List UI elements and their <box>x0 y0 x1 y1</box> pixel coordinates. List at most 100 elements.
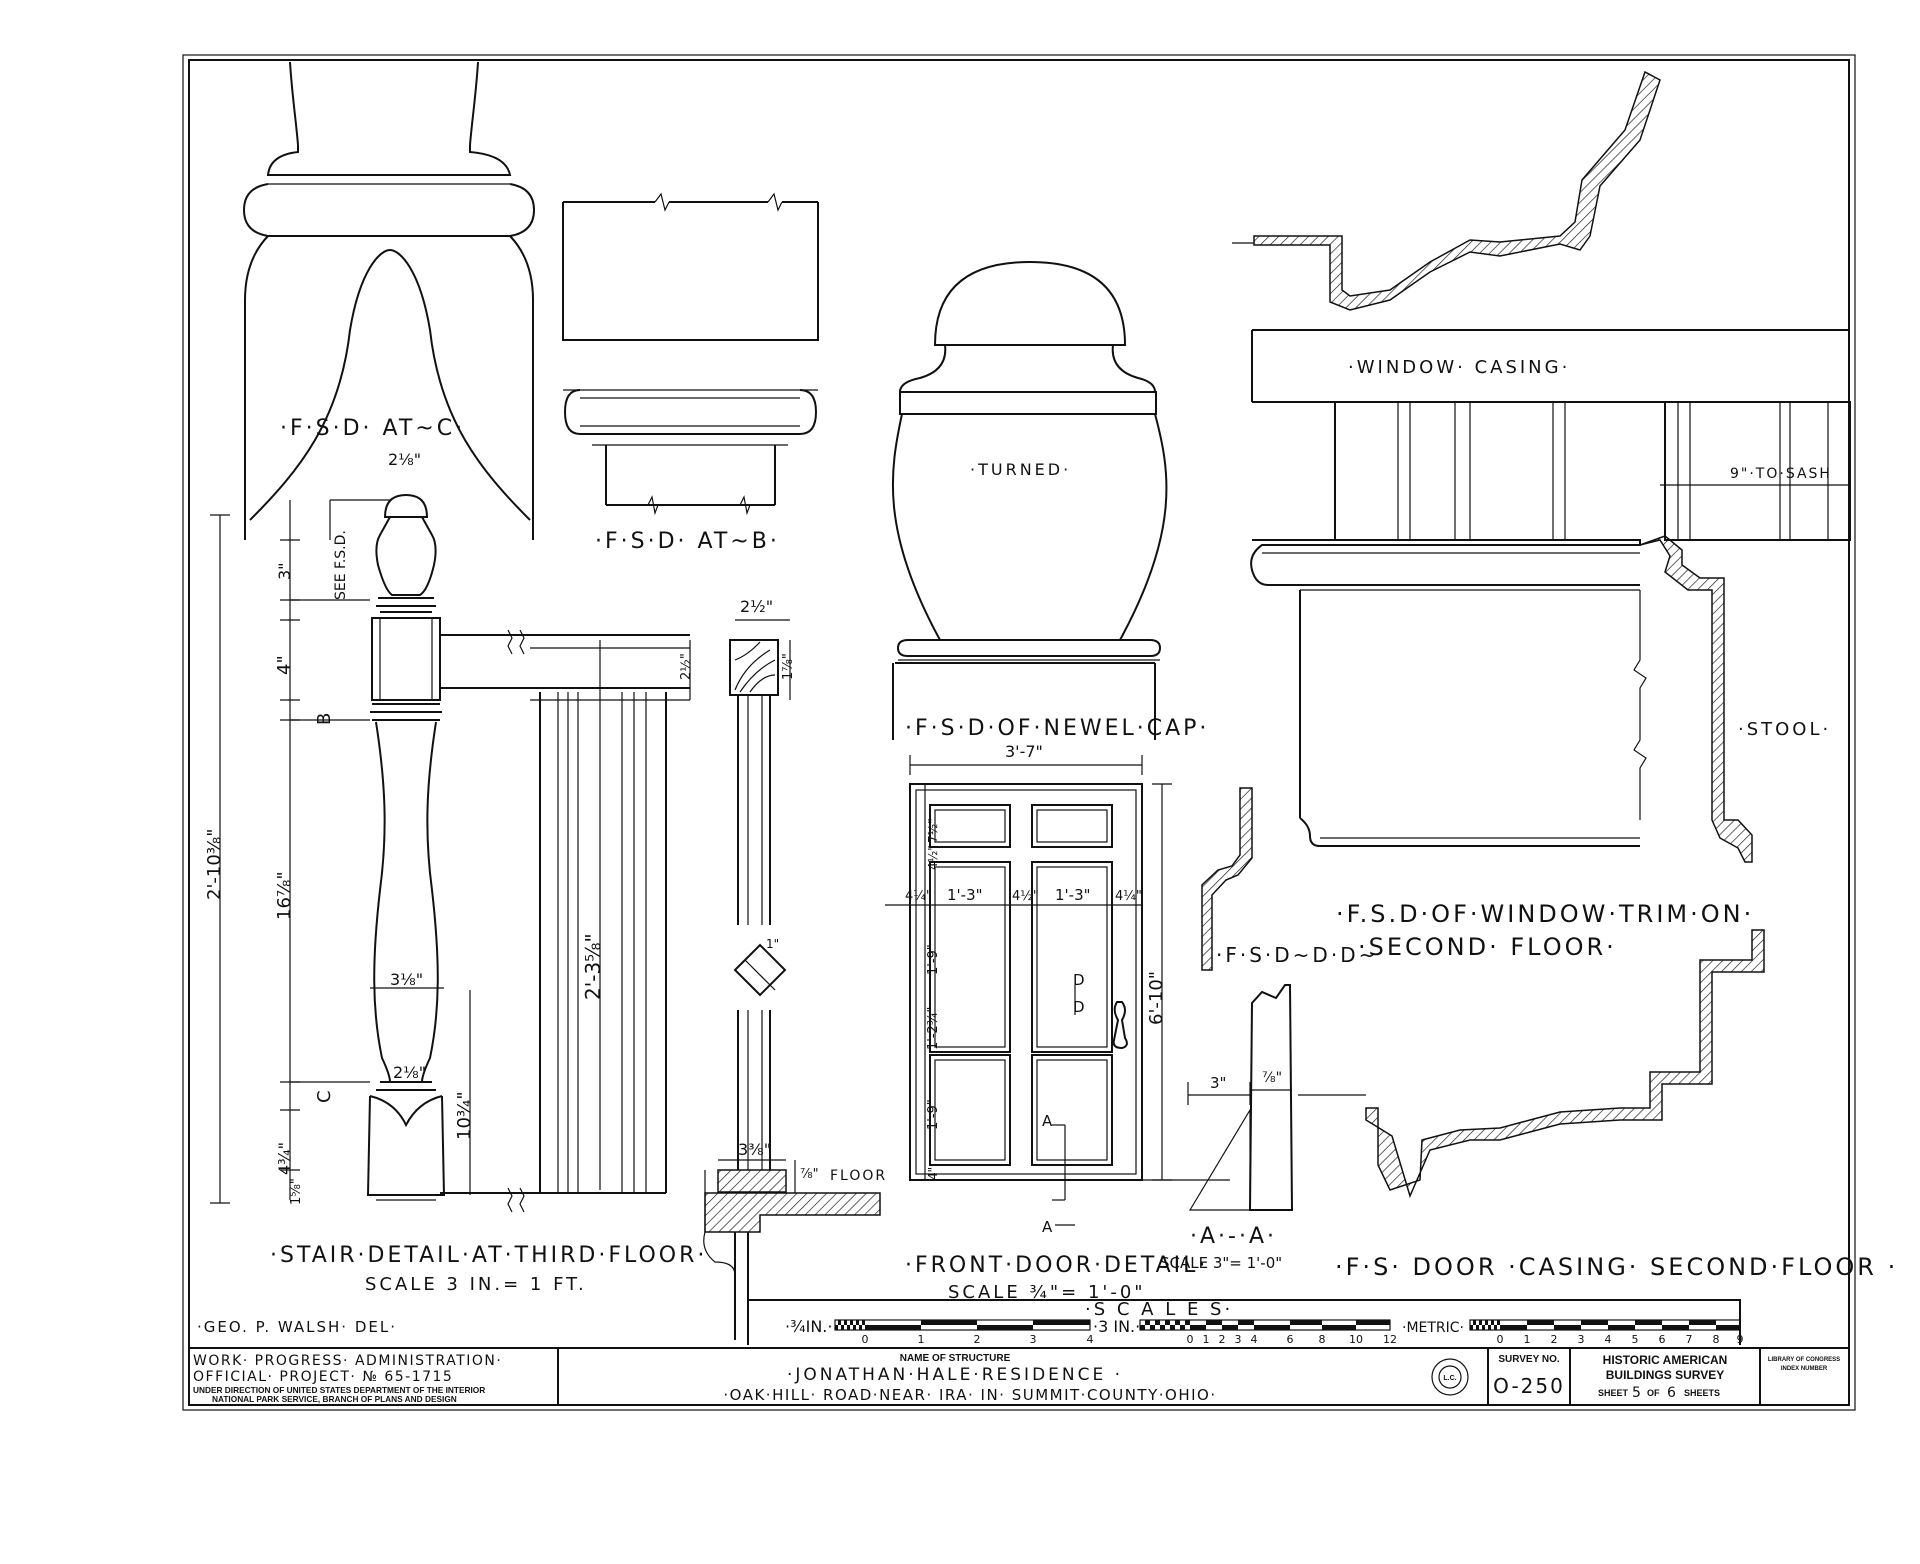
dim-2-1-2-top: 2½" <box>740 597 773 616</box>
sheet-of: OF <box>1647 1388 1660 1398</box>
dim-4-1-2: 4½" <box>1012 889 1039 904</box>
fsd-at-c-drawing: ·F·S·D· AT~C· <box>242 61 536 540</box>
section-aa-scale: SCALE 3"= 1'-0" <box>1160 1254 1282 1272</box>
window-trim-label-2: ·SECOND· FLOOR· <box>1358 933 1617 961</box>
dim-1-9-upper: 1'-9" <box>926 944 941 975</box>
dim-1-3-left: 1'-3" <box>947 886 983 904</box>
scale-tick-label: 2 <box>1219 1333 1226 1346</box>
scale-bar-3-in <box>1139 1319 1391 1331</box>
scale-tick-label: 0 <box>862 1333 869 1346</box>
sheet-number: 5 <box>1632 1385 1641 1401</box>
stair-scale: SCALE 3 IN.= 1 FT. <box>365 1274 587 1295</box>
scale-tick-label: 9 <box>1737 1333 1744 1346</box>
stair-detail-drawing <box>366 493 881 1340</box>
seal-text: L.C. <box>1443 1375 1456 1382</box>
dim-3-7: 3'-7" <box>1005 742 1043 761</box>
scale-tick-label: 8 <box>1713 1333 1720 1346</box>
scale-tick-label: 8 <box>1319 1333 1326 1346</box>
scale-tick-label: 6 <box>1659 1333 1666 1346</box>
front-door-drawing: 3'-7" 6'-10" 1'-3" 1'-3" 4¼" 4½" 4¼" 7½"… <box>885 742 1230 1303</box>
newel-cap-label: ·F·S·D·OF·NEWEL·CAP· <box>905 716 1209 741</box>
fsd-at-c-label: ·F·S·D· AT~C· <box>280 416 465 441</box>
scale-tick-label: 4 <box>1605 1333 1612 1346</box>
dim-4-bottom: 4" <box>926 1167 940 1180</box>
window-trim-label-1: ·F.S.D·OF·WINDOW·TRIM·ON· <box>1336 900 1754 928</box>
scale-3in-label: ·3 IN.· <box>1093 1317 1140 1336</box>
wpa-line-1: WORK· PROGRESS· ADMINISTRATION· <box>193 1353 502 1369</box>
dim-7-1-2: 7½" <box>926 818 940 843</box>
door-casing-title: ·F·S· DOOR ·CASING· SECOND·FLOOR · <box>1335 1253 1898 1281</box>
dim-1-9-lower: 1'-9" <box>926 1099 941 1130</box>
scale-tick-label: 5 <box>1632 1333 1639 1346</box>
dim-1-7-8: 1⅞" <box>781 653 796 680</box>
dim-1-2-3-4: 1'-2¾" <box>926 1007 941 1050</box>
dim-6-10: 6'-10" <box>1146 971 1167 1025</box>
scale-tick-label: 0 <box>1187 1333 1194 1346</box>
dept-line-1: UNDER DIRECTION OF UNITED STATES DEPARTM… <box>193 1385 485 1395</box>
front-door-title: ·FRONT·DOOR·DETAIL· <box>905 1253 1208 1278</box>
fsd-at-b-drawing: ·F·S·D· AT~B· <box>562 192 819 554</box>
scale-tick-label: 10 <box>1349 1333 1363 1346</box>
scale-tick-label: 3 <box>1235 1333 1242 1346</box>
marker-b: B <box>314 713 335 725</box>
dim-3: 3" <box>275 562 294 580</box>
fsd-at-b-label: ·F·S·D· AT~B· <box>595 529 780 554</box>
scale-metric-label: ·METRIC· <box>1402 1320 1464 1336</box>
dim-2-1-8-top: 2⅛" <box>388 450 421 469</box>
dim-7-8: ⅞" <box>800 1167 819 1182</box>
scales-title: ·S C A L E S· <box>1085 1299 1233 1320</box>
dim-4-3-4: 4¾" <box>275 1142 294 1175</box>
structure-location: ·OAK·HILL· ROAD·NEAR· IRA· IN· SUMMIT·CO… <box>723 1386 1216 1404</box>
dim-3-aa: 3" <box>1210 1074 1226 1092</box>
department-seal <box>1431 1358 1469 1396</box>
scale-tick-label: 2 <box>1551 1333 1558 1346</box>
scale-bar-metric <box>1469 1319 1741 1331</box>
to-sash-label: 9"·TO·SASH <box>1730 466 1832 482</box>
dim-4-1-2-vert: 4½" <box>926 845 940 870</box>
scale-tick-label: 7 <box>1686 1333 1693 1346</box>
dept-line-2: NATIONAL PARK SERVICE, BRANCH OF PLANS A… <box>212 1394 457 1404</box>
dim-10-3-4: 10¾" <box>454 1091 475 1140</box>
scale-tick-label: 0 <box>1497 1333 1504 1346</box>
survey-no-label: SURVEY NO. <box>1498 1354 1560 1365</box>
scale-tick-label: 4 <box>1251 1333 1258 1346</box>
delineator-label: ·GEO. P. WALSH· DEL· <box>197 1318 397 1336</box>
marker-c: C <box>314 1090 335 1103</box>
dim-2-1-8-bottom: 2⅛" <box>393 1063 426 1082</box>
scale-tick-label: 4 <box>1087 1333 1094 1346</box>
scale-tick-label: 3 <box>1578 1333 1585 1346</box>
wpa-line-2: OFFICIAL· PROJECT· № 65-1715 <box>193 1369 453 1385</box>
title-block: WORK· PROGRESS· ADMINISTRATION· OFFICIAL… <box>188 1347 1850 1406</box>
loc-line-1: LIBRARY OF CONGRESS <box>1768 1357 1840 1363</box>
stair-dimensions: 2⅛" 3" SEE F.S.D. 4" B 16⅞" 2'-10⅜" 3⅛" … <box>204 450 887 1295</box>
front-door-scale: SCALE ¾"= 1'-0" <box>948 1282 1146 1303</box>
dim-1-3-right: 1'-3" <box>1055 886 1091 904</box>
name-of-structure-label: NAME OF STRUCTURE <box>900 1353 1011 1364</box>
dim-1-5-8: 1⅝" <box>289 1178 304 1205</box>
scale-tick-label: 1 <box>1524 1333 1531 1346</box>
dim-2-1-2-side: 2½" <box>679 653 694 680</box>
marker-d-upper: D <box>1073 971 1085 989</box>
scale-tick-label: 3 <box>1030 1333 1037 1346</box>
sheets-word: SHEETS <box>1684 1388 1720 1398</box>
dim-16-7-8: 16⅞" <box>274 871 295 920</box>
fsd-dd-label: ·F·S·D~D·D~ <box>1216 943 1378 967</box>
scale-3-4-label: ·¾IN.· <box>785 1317 832 1336</box>
stool-label: ·STOOL· <box>1738 719 1831 740</box>
sheet-total: 6 <box>1667 1385 1676 1401</box>
loc-line-2: INDEX NUMBER <box>1781 1366 1828 1372</box>
marker-d-lower: D <box>1073 998 1085 1016</box>
survey-number: O-250 <box>1493 1374 1565 1398</box>
window-casing-drawing: ·WINDOW· CASING· 9"·TO·SASH ·STOOL· ·F.S… <box>1201 70 1898 1281</box>
scale-tick-label: 1 <box>918 1333 925 1346</box>
floor-label: FLOOR <box>830 1168 887 1184</box>
window-casing-label: ·WINDOW· CASING· <box>1348 357 1570 378</box>
dim-3-3-8: 3⅜" <box>738 1140 771 1159</box>
dim-4-1-4-left: 4¼" <box>905 889 932 904</box>
dim-3-1-8: 3⅛" <box>390 970 423 989</box>
dim-2-10-3-8: 2'-10⅜" <box>204 828 225 900</box>
